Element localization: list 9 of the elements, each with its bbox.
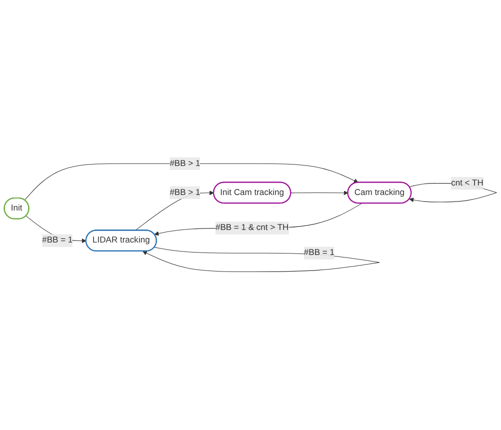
edge-label: #BB > 1 <box>170 188 200 198</box>
edge-label: #BB > 1 <box>170 159 200 168</box>
edge-label: cnt < TH <box>451 179 484 188</box>
arrow <box>154 204 362 236</box>
edge-label: #BB = 1 <box>304 248 334 258</box>
edge-label: #BB = 1 <box>42 236 73 246</box>
arrow <box>290 191 348 196</box>
arrow <box>24 164 358 201</box>
edge-label: #BB = 1 & cnt > TH <box>215 224 289 233</box>
